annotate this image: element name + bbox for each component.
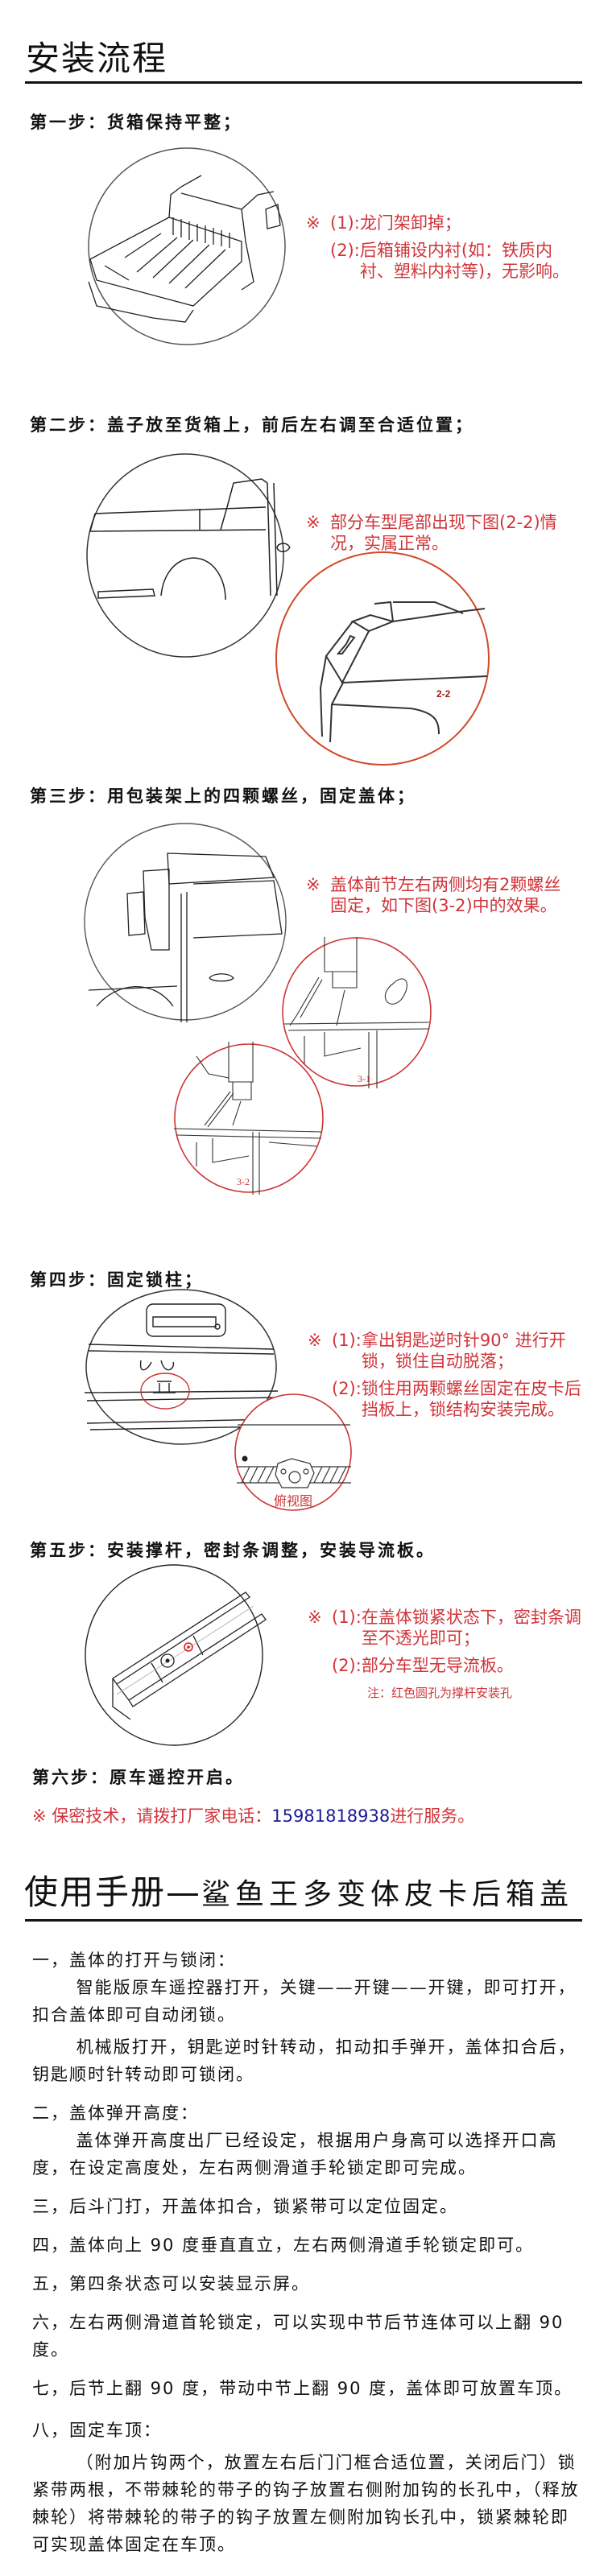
detail-3-1-illustration: 3-1: [282, 937, 432, 1088]
step-4-notes: ※(1):拿出钥匙逆时针90° 进行开锁，锁住自动脱落； (2):锁住用两颗螺丝…: [308, 1331, 581, 1419]
figure-label-3-2: 3-2: [237, 1176, 250, 1187]
lock-pillar-illustration: [84, 1289, 279, 1445]
strut-rail-illustration: [85, 1564, 267, 1746]
figure-label-2-2: 2-2: [436, 688, 451, 700]
truck-bed-illustration: [88, 147, 286, 345]
manual-section-1-para-1: 智能版原车遥控器打开，关键——开键——开键，即可打开，扣合盖体即可自动闭锁。: [32, 1978, 577, 2025]
manual-section-8-head: 八，固定车顶：: [32, 2421, 162, 2440]
manual-title: 使用手册—鲨鱼王多变体皮卡后箱盖: [24, 1872, 574, 1912]
note-marker-icon: ※: [306, 213, 320, 233]
manual-section-2-head: 二，盖体弹开高度：: [32, 2103, 199, 2123]
step-2-note: ※部分车型尾部出现下图(2-2)情况，实属正常。: [306, 513, 557, 553]
manual-section-4-head: 四，盖体向上 90 度垂直直立，左右两侧滑道手轮锁定即可。: [32, 2235, 535, 2255]
manual-section-8-para-1: （附加片钩两个，放置左右后门门框合适位置，关闭后门）锁紧带两根，不带棘轮的带子的…: [32, 2453, 580, 2554]
manual-subtitle: 鲨鱼王多变体皮卡后箱盖: [201, 1878, 574, 1911]
manual-section-1-head: 一，盖体的打开与锁闭：: [32, 1951, 236, 1970]
install-title: 安装流程: [26, 39, 168, 78]
top-view-caption: 俯视图: [274, 1493, 312, 1509]
step-2-label: 第二步：盖子放至货箱上，前后左右调至合适位置；: [30, 415, 474, 435]
step-3-label: 第三步：用包装架上的四颗螺丝，固定盖体；: [30, 786, 416, 806]
manual-section-1-para-2: 机械版打开，钥匙逆时针转动，扣动扣手弹开，盖体扣合后，钥匙顺时针转动即可锁闭。: [32, 2037, 577, 2084]
service-contact: ※ 保密技术，请拨打厂家电话：15981818938进行服务。: [32, 1806, 475, 1826]
step-4-label: 第四步：固定锁柱；: [30, 1270, 204, 1290]
manual-section-2-para-1: 盖体弹开高度出厂已经设定，根据用户身高可以选择开口高度，在设定高度处，左右两侧滑…: [32, 2131, 558, 2178]
manual-divider: [25, 1919, 582, 1922]
step-3-note: ※盖体前节左右两侧均有2颗螺丝固定，如下图(3-2)中的效果。: [306, 875, 561, 915]
step-1-label: 第一步：货箱保持平整；: [30, 113, 242, 132]
truck-side-illustration: [86, 453, 291, 658]
service-phone[interactable]: 15981818938: [271, 1806, 391, 1826]
strut-hole-note: 注：红色圆孔为撑杆安装孔: [367, 1686, 513, 1700]
manual-section-5-head: 五，第四条状态可以安装显示屏。: [32, 2274, 310, 2293]
detail-2-2-illustration: 2-2: [275, 551, 490, 766]
step-6-label: 第六步：原车遥控开启。: [32, 1768, 245, 1787]
manual-section-6-head: 六，左右两侧滑道首轮锁定，可以实现中节后节连体可以上翻 90 度。: [32, 2313, 564, 2359]
title-divider: [25, 81, 582, 84]
manual-section-3-head: 三，后斗门打，开盖体扣合，锁紧带可以定位固定。: [32, 2197, 458, 2216]
detail-3-2-illustration: 3-2: [173, 1042, 324, 1195]
bracket-fixing-illustration: [84, 823, 287, 1022]
top-view-illustration: 俯视图: [234, 1393, 352, 1511]
step-5-notes: ※(1):在盖体锁紧状态下，密封条调至不透光即可； (2):部分车型无导流板。: [308, 1608, 581, 1675]
step-1-notes: ※(1):龙门架卸掉； (2):后箱铺设内衬(如：铁质内衬、塑料内衬等)，无影响…: [306, 213, 570, 281]
manual-body: 一，盖体的打开与锁闭： 智能版原车遥控器打开，关键——开键——开键，即可打开，扣…: [32, 1946, 580, 2558]
figure-label-3-1: 3-1: [358, 1073, 370, 1084]
step-5-label: 第五步：安装撑杆，密封条调整，安装导流板。: [30, 1541, 436, 1560]
manual-section-7-head: 七，后节上翻 90 度，带动中节上翻 90 度，盖体即可放置车顶。: [32, 2379, 573, 2398]
